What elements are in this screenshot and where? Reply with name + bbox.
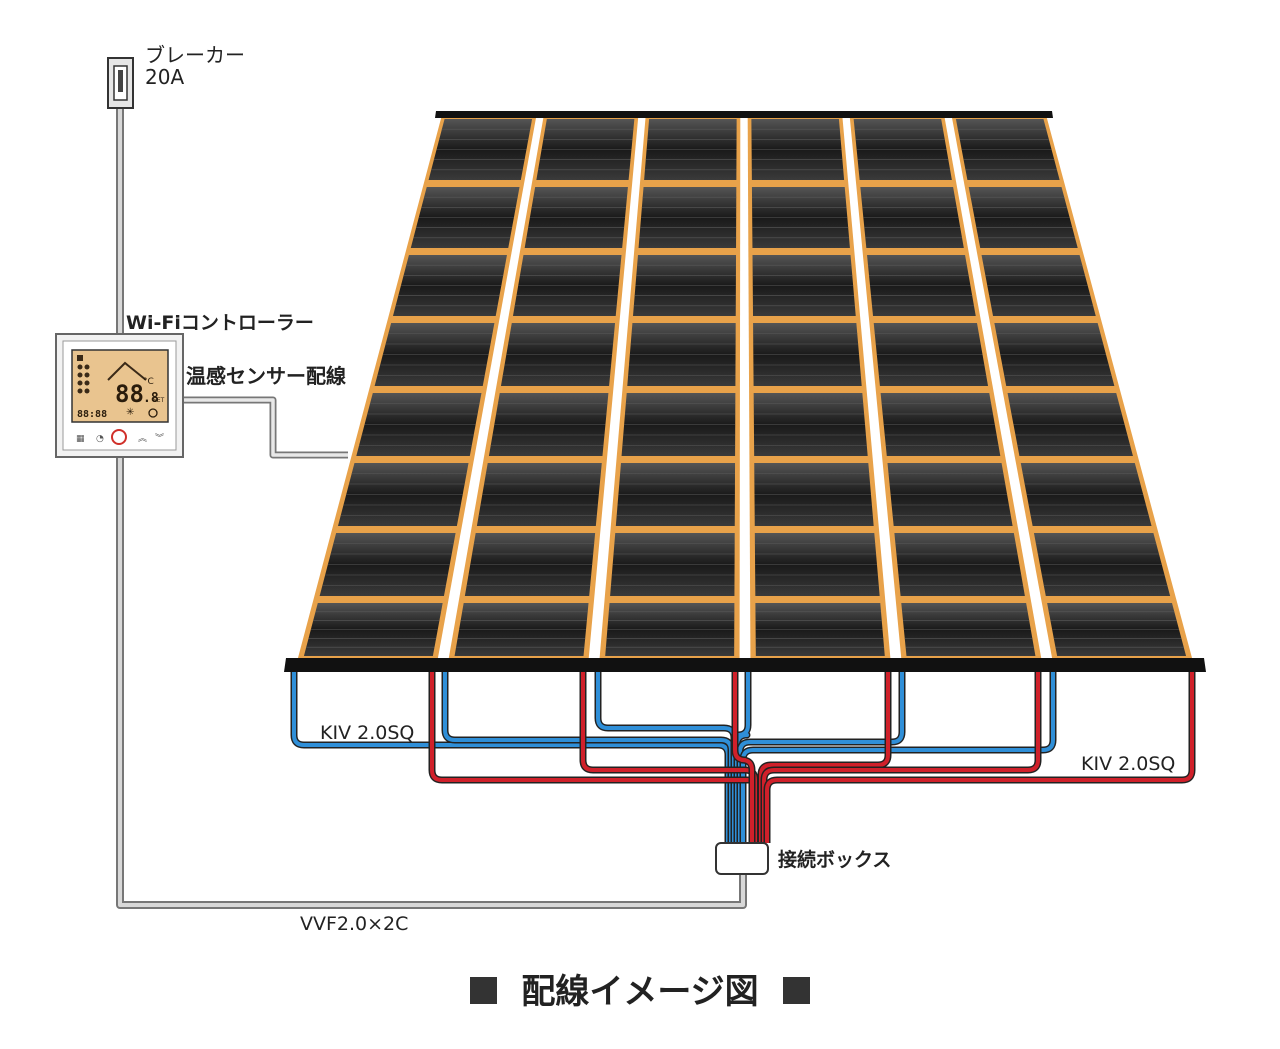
lcd-main-digits: 88 bbox=[115, 380, 144, 408]
blue-wire bbox=[443, 672, 733, 843]
sensor-wire bbox=[183, 396, 348, 459]
blue-wire bbox=[738, 672, 904, 843]
blue-wire bbox=[292, 672, 730, 843]
wire-harness bbox=[290, 672, 1196, 843]
blue-wire bbox=[741, 672, 1055, 843]
sensor-wire-label: 温感センサー配線 bbox=[186, 364, 346, 388]
lcd-decimal: .8 bbox=[143, 391, 159, 406]
supply-cable-label: VVF2.0×2C bbox=[300, 913, 408, 935]
red-wire bbox=[759, 672, 890, 843]
up-button-icon: ︽ bbox=[138, 434, 147, 444]
supply-cable bbox=[116, 105, 747, 909]
power-button-icon bbox=[111, 429, 127, 445]
controller-label: Wi-Fiコントローラー bbox=[126, 312, 314, 334]
wifi-controller: 88 .8 °C SET 88:88 ✳ ▦ ◔ ︽ ︾ bbox=[55, 333, 184, 458]
red-wire bbox=[765, 672, 1194, 843]
down-button-icon: ︾ bbox=[155, 433, 164, 444]
junction-box bbox=[715, 842, 769, 875]
snowflake-icon: ✳ bbox=[126, 407, 134, 418]
lcd-set-label: SET bbox=[153, 397, 165, 404]
fan-icon bbox=[148, 408, 158, 418]
panel-bottom-bar bbox=[284, 658, 1206, 672]
blue-wire bbox=[596, 672, 736, 843]
lcd-unit: °C bbox=[143, 377, 154, 387]
red-wire bbox=[762, 672, 1040, 843]
cable-label-right: KIV 2.0SQ bbox=[1081, 753, 1175, 775]
title-text: 配線イメージ図 bbox=[521, 972, 758, 1012]
title-square-right-icon bbox=[783, 977, 810, 1004]
title-square-left-icon bbox=[470, 977, 497, 1004]
menu-button-icon: ▦ bbox=[76, 434, 85, 444]
lcd-screen: 88 .8 °C SET 88:88 ✳ bbox=[71, 349, 169, 423]
lcd-clock: 88:88 bbox=[77, 409, 107, 420]
heating-film-panel bbox=[284, 111, 1206, 672]
breaker bbox=[107, 57, 134, 109]
cable-label-left: KIV 2.0SQ bbox=[320, 722, 414, 744]
breaker-rating: 20A bbox=[145, 65, 184, 89]
panel-top-bar bbox=[435, 111, 1053, 118]
breaker-name: ブレーカー bbox=[145, 43, 245, 67]
clock-button-icon: ◔ bbox=[96, 434, 104, 444]
red-wire bbox=[733, 672, 754, 843]
junction-box-label: 接続ボックス bbox=[778, 848, 891, 871]
diagram-title: 配線イメージ図 bbox=[470, 972, 810, 1012]
